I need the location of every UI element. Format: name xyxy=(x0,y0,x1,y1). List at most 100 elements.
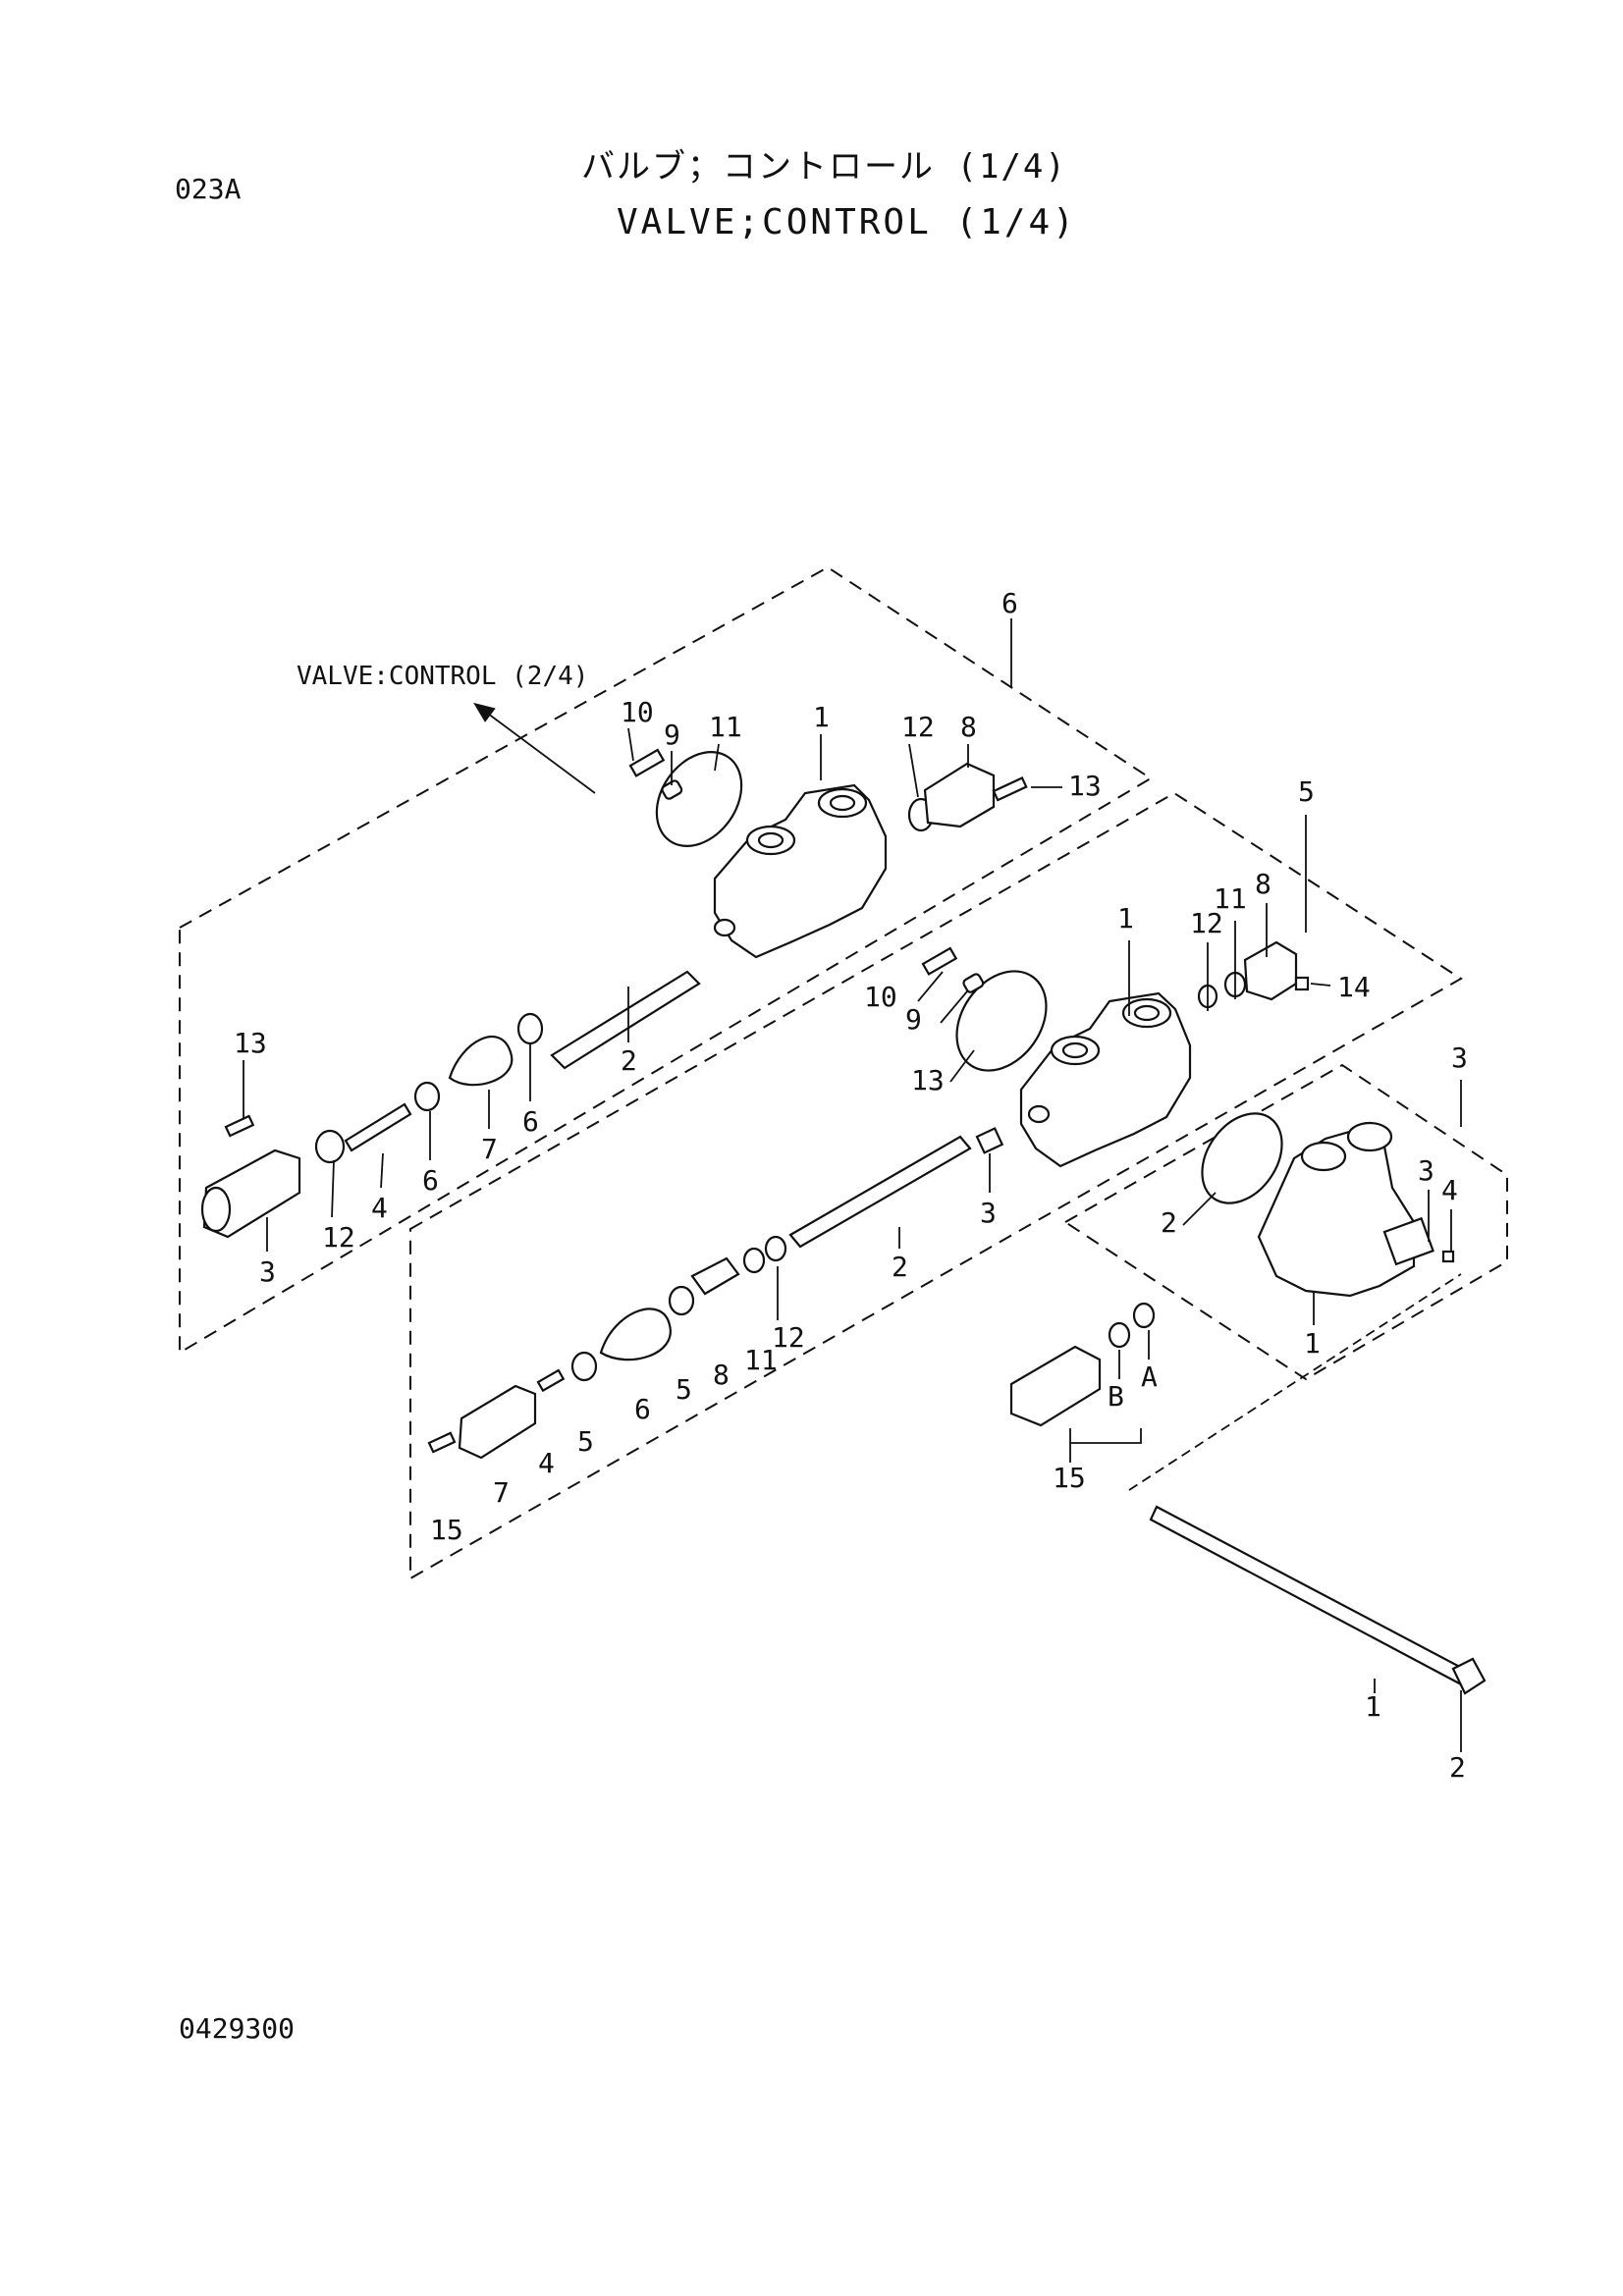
plug-10-mid xyxy=(921,946,958,976)
cap-7-mid xyxy=(458,1384,537,1460)
callout: 11 xyxy=(744,1344,778,1376)
callout: 3 xyxy=(1418,1154,1434,1187)
title-english: VALVE;CONTROL (1/4) xyxy=(617,202,1077,242)
callout: 9 xyxy=(905,1003,922,1036)
end-cover-3 xyxy=(1257,1121,1434,1298)
valve-body-5 xyxy=(1019,991,1192,1168)
callout: 10 xyxy=(864,981,897,1013)
bolt-13-left xyxy=(224,1114,255,1138)
spring-6 xyxy=(599,1308,672,1362)
spring-7 xyxy=(448,1035,514,1087)
callout: 5 xyxy=(676,1373,692,1406)
nut-2 xyxy=(1451,1657,1487,1695)
callouts-assembly-6: 6 10 9 11 1 12 8 13 13 12 4 6 7 6 2 3 xyxy=(234,587,1102,1288)
leader-lines xyxy=(243,618,1462,1752)
callout: 2 xyxy=(621,1044,637,1077)
cover-8 xyxy=(923,762,996,828)
callout: 11 xyxy=(709,711,742,743)
bolt-4-mid xyxy=(536,1368,566,1393)
callout: 3 xyxy=(259,1255,276,1288)
callouts-tie-rod: 1 2 xyxy=(1365,1690,1466,1784)
assembly-6-outline xyxy=(179,565,1153,1355)
callout: 12 xyxy=(901,711,935,743)
cover-8-mid xyxy=(1243,940,1298,1001)
callout: 11 xyxy=(1214,882,1247,915)
callout: 12 xyxy=(772,1321,805,1354)
callout: 1 xyxy=(1365,1690,1381,1723)
callouts-assembly-5: 5 12 11 8 14 1 10 9 13 3 2 12 11 8 5 6 5… xyxy=(430,775,1371,1546)
seal-9 xyxy=(661,779,683,800)
bolt-13-top xyxy=(992,776,1028,802)
o-ring-11 xyxy=(655,751,743,847)
callout: 6 xyxy=(1001,587,1018,619)
callout: B xyxy=(1108,1380,1124,1413)
bolt-15 xyxy=(427,1431,457,1454)
callout: 13 xyxy=(911,1064,945,1096)
callout: 8 xyxy=(960,711,977,743)
callout: 14 xyxy=(1337,971,1371,1003)
assembly-3-outline xyxy=(1063,1063,1508,1381)
diagram-code: 023A xyxy=(175,173,242,205)
cap-3-end xyxy=(200,1186,232,1233)
spool-2-mid xyxy=(788,1135,972,1249)
screw-4-end xyxy=(1441,1250,1455,1263)
callout: 15 xyxy=(430,1514,463,1546)
retainer-6-bottom xyxy=(413,1081,441,1112)
callout: 1 xyxy=(813,701,830,733)
callout: 2 xyxy=(892,1251,908,1283)
spool-2 xyxy=(550,970,701,1070)
callout: A xyxy=(1141,1361,1158,1393)
callout: 6 xyxy=(522,1105,539,1138)
callout: 6 xyxy=(634,1393,651,1425)
valve-body-6 xyxy=(713,783,888,959)
callout: 13 xyxy=(1068,770,1102,802)
o-ring-13 xyxy=(955,970,1048,1072)
callout: 12 xyxy=(1190,907,1223,939)
callout: 8 xyxy=(713,1359,730,1391)
callout: 15 xyxy=(1053,1462,1086,1494)
assembly-5-outline xyxy=(409,791,1463,1580)
callout: 12 xyxy=(322,1221,355,1254)
callout: 2 xyxy=(1449,1751,1466,1784)
callout: 7 xyxy=(481,1133,498,1165)
check-valve-15 xyxy=(1009,1345,1102,1427)
bolt-14 xyxy=(1294,976,1310,991)
seal-9-mid xyxy=(962,973,985,993)
o-ring-12-mid2 xyxy=(764,1235,787,1262)
callout: 7 xyxy=(493,1476,510,1509)
o-ring-B xyxy=(1108,1321,1131,1349)
title-japanese: バルブ；コントロール (1/4) xyxy=(581,147,1067,187)
callout: 9 xyxy=(664,719,680,751)
tie-rod-1 xyxy=(1149,1505,1475,1688)
callout: 2 xyxy=(1161,1206,1177,1239)
o-ring-11-mid2 xyxy=(742,1247,766,1274)
retainer-5-top xyxy=(668,1285,695,1316)
o-ring-2-end xyxy=(1201,1112,1283,1204)
callouts-assembly-3: 3 3 4 2 1 B A 15 xyxy=(1053,1041,1468,1494)
plate-8-mid xyxy=(690,1256,740,1296)
callout: 13 xyxy=(234,1027,267,1059)
document-number: 0429300 xyxy=(179,2012,296,2045)
callout: 3 xyxy=(1451,1041,1468,1074)
tie-rod-leader xyxy=(1128,1273,1462,1491)
callout: 6 xyxy=(422,1164,439,1197)
callout: 1 xyxy=(1117,902,1134,934)
fitting-3-mid xyxy=(975,1127,1004,1154)
callout: 8 xyxy=(1255,868,1271,900)
o-ring-12-lower xyxy=(314,1129,346,1164)
o-ring-A xyxy=(1132,1302,1156,1329)
callout: 10 xyxy=(621,696,654,728)
retainer-5-bottom xyxy=(570,1351,598,1382)
plug-10 xyxy=(628,748,666,777)
retainer-6-top xyxy=(516,1012,544,1045)
bolt-4 xyxy=(344,1102,412,1152)
callout: 5 xyxy=(577,1425,594,1458)
callout: 4 xyxy=(1441,1174,1458,1206)
callout: 4 xyxy=(538,1447,555,1479)
callout: 1 xyxy=(1304,1327,1321,1360)
reference-label[interactable]: VALVE:CONTROL (2/4) xyxy=(297,662,588,691)
callout: 4 xyxy=(371,1192,388,1224)
callout: 3 xyxy=(980,1197,997,1229)
callout: 5 xyxy=(1298,775,1315,808)
